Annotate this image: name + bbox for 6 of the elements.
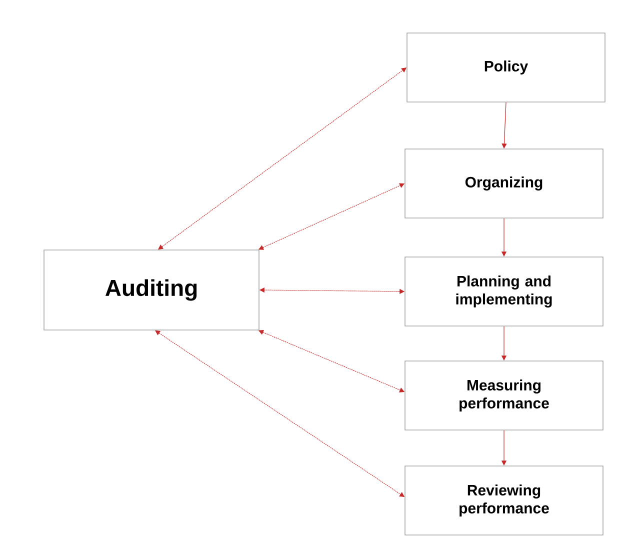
- process-box: Auditing: [44, 250, 260, 330]
- process-box: Policy: [406, 32, 606, 102]
- process-box: Reviewing performance: [404, 466, 604, 536]
- process-box: Measuring performance: [404, 360, 604, 430]
- process-box: Organizing: [404, 148, 604, 218]
- process-box: Planning and implementing: [404, 256, 604, 326]
